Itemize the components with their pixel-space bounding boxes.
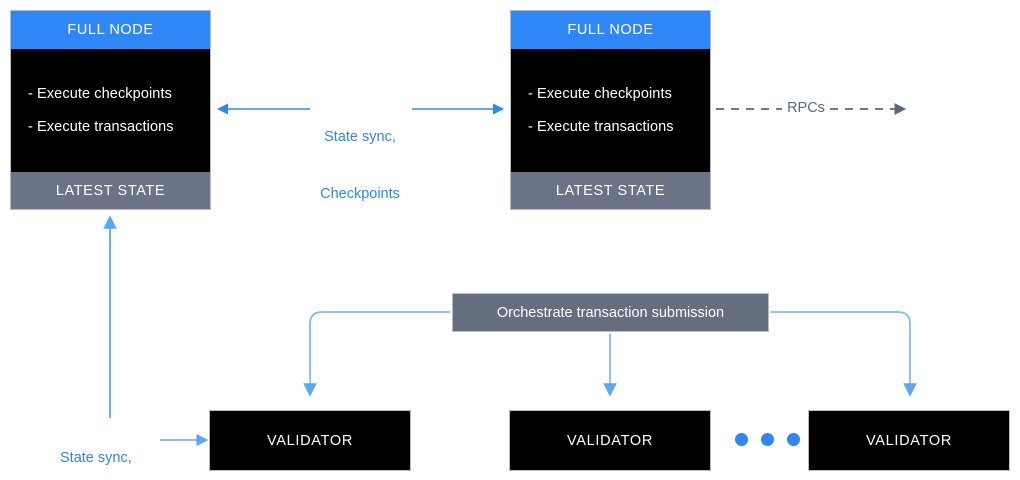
validator-right[interactable]: VALIDATOR [808,410,1010,471]
state-sync-label-line1: State sync, [324,129,396,145]
full-node-right-header: FULL NODE [511,11,710,49]
ellipsis-dot-3 [787,433,800,446]
orchestrate-to-validator-left-connector [303,311,450,397]
full-node-left-bullet-checkpoints: - Execute checkpoints [28,86,172,102]
orchestrate-label: Orchestrate transaction submission [496,304,725,321]
state-sync-validator-label-line1: State sync, [60,450,132,466]
ellipsis-dot-1 [735,433,748,446]
more-validators-ellipsis [735,433,800,446]
validator-middle-label: VALIDATOR [566,432,654,449]
validator-right-label: VALIDATOR [865,432,953,449]
full-node-left[interactable]: FULL NODE - Execute checkpoints - Execut… [10,10,211,210]
full-node-right[interactable]: FULL NODE - Execute checkpoints - Execut… [510,10,711,210]
state-sync-label-line2: Checkpoints [320,186,400,202]
full-node-left-header: FULL NODE [11,11,210,49]
state-sync-label-between-nodes: State sync, Checkpoints [300,90,420,242]
ellipsis-dot-2 [761,433,774,446]
full-node-left-latest-state: LATEST STATE [11,172,210,209]
full-node-left-bullet-transactions: - Execute transactions [28,119,174,135]
validator-left-label: VALIDATOR [266,432,354,449]
orchestrate-to-validator-right-connector [771,311,917,397]
full-node-left-body: - Execute checkpoints - Execute transact… [11,49,210,172]
full-node-right-bullet-transactions: - Execute transactions [528,119,674,135]
validator-left[interactable]: VALIDATOR [209,410,411,471]
state-sync-label-validator-to-node: State sync, Checkpoints [60,411,170,480]
full-node-right-latest-state: LATEST STATE [511,172,710,209]
full-node-right-body: - Execute checkpoints - Execute transact… [511,49,710,172]
full-node-right-bullet-checkpoints: - Execute checkpoints [528,86,672,102]
validator-middle[interactable]: VALIDATOR [509,410,711,471]
rpcs-label: RPCs [787,100,825,116]
orchestrate-transaction-submission-box[interactable]: Orchestrate transaction submission [452,293,769,332]
